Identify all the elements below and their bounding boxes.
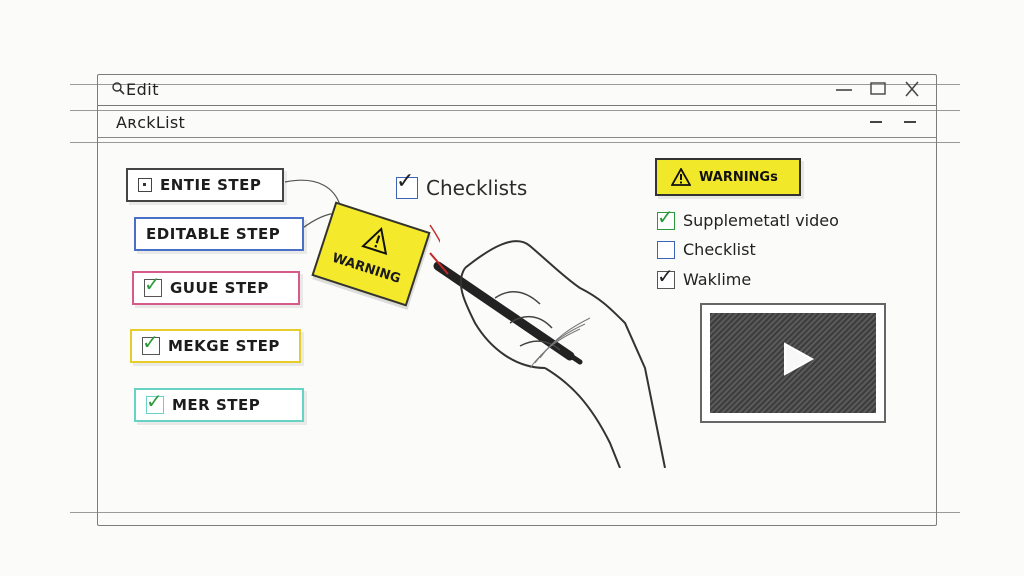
step-item-editable[interactable]: EDITABLE STEP (134, 217, 304, 251)
sketch-line (70, 84, 960, 85)
step-label: ENTIE STEP (160, 176, 262, 194)
right-item-label: Checklist (683, 240, 756, 259)
menu-bar: AʀckList (98, 107, 936, 138)
minimize-icon[interactable] (832, 80, 856, 98)
video-player[interactable] (700, 303, 886, 423)
right-item-label: Supplemetatl video (683, 211, 839, 230)
warning-banner: WARNINGs (655, 158, 801, 196)
checklists-label: Checklists (426, 176, 528, 200)
warning-triangle-icon (361, 226, 388, 256)
step-item-mer[interactable]: ✓ MER STEP (134, 388, 304, 422)
app-window: Edit AʀckList (97, 74, 937, 526)
step-marker-dot (138, 178, 152, 192)
right-item-checkbox[interactable] (657, 240, 675, 259)
right-item-supplemental-video[interactable]: ✓ Supplemetatl video (657, 207, 839, 230)
step-item-entie[interactable]: ENTIE STEP (126, 168, 284, 202)
warning-banner-label: WARNINGs (699, 169, 778, 185)
step-label: MER STEP (172, 396, 261, 414)
title-bar: Edit (98, 75, 936, 106)
step-label: EDITABLE STEP (146, 225, 281, 243)
sketch-line (70, 512, 960, 513)
warning-sticky-note[interactable]: WARNING (311, 201, 431, 307)
step-item-mekge[interactable]: ✓ MEKGE STEP (130, 329, 301, 363)
menu-controls (870, 111, 918, 129)
check-icon: ✓ (657, 263, 674, 288)
right-item-label: Waklime (683, 270, 752, 289)
right-item-checkbox[interactable]: ✓ (657, 266, 675, 289)
window-controls (832, 80, 924, 98)
close-icon[interactable] (900, 80, 924, 98)
step-label: GUUE STEP (170, 279, 269, 297)
sketch-line (70, 142, 960, 143)
minimize-icon[interactable] (870, 111, 884, 129)
step-checkbox[interactable]: ✓ (146, 391, 164, 414)
search-icon[interactable] (111, 81, 125, 95)
warning-triangle-icon (671, 168, 691, 186)
step-checkbox[interactable]: ✓ (142, 332, 160, 355)
check-icon: ✓ (142, 330, 159, 354)
check-icon: ✓ (144, 272, 161, 296)
sketch-line (70, 110, 960, 111)
checklists-toggle[interactable]: ✓ Checklists (396, 171, 528, 200)
maximize-icon[interactable] (866, 80, 890, 98)
app-name: AʀckList (116, 113, 186, 132)
right-item-checklist[interactable]: Checklist (657, 240, 756, 259)
step-checkbox[interactable]: ✓ (144, 274, 162, 297)
step-label: MEKGE STEP (168, 337, 280, 355)
play-icon[interactable] (777, 339, 817, 379)
check-icon: ✓ (146, 389, 163, 413)
hand-pen-drawing (429, 240, 666, 468)
check-icon: ✓ (396, 169, 415, 194)
step-item-guue[interactable]: ✓ GUUE STEP (132, 271, 300, 305)
collapse-icon[interactable] (904, 111, 918, 129)
check-icon: ✓ (657, 204, 674, 229)
checklists-checkbox[interactable]: ✓ (396, 171, 418, 199)
right-item-checkbox[interactable]: ✓ (657, 207, 675, 230)
window-title: Edit (126, 80, 159, 99)
right-item-waklime[interactable]: ✓ Waklime (657, 266, 752, 289)
